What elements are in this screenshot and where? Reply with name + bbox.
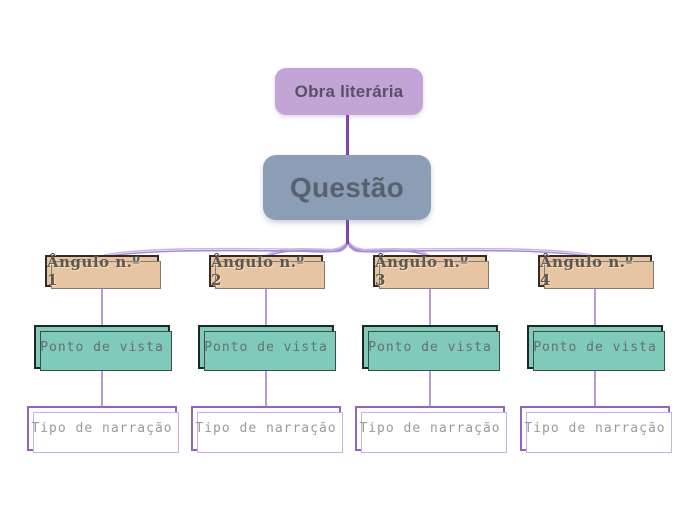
connector-point1-narr1 [101, 370, 103, 406]
node-tipo-de-narracao-1-label: Tipo de narração [31, 421, 173, 436]
node-obra-literaria-label: Obra literária [294, 81, 404, 101]
node-ponto-de-vista-1-label: Ponto de vista [40, 339, 164, 355]
node-angulo-1-label: Ângulo n.º 1 [47, 253, 141, 289]
node-angulo-4[interactable]: Ângulo n.º 4 [538, 253, 654, 289]
node-angulo-4-label: Ângulo n.º 4 [540, 253, 634, 289]
connector-point4-narr4 [594, 370, 596, 406]
connector-angle2-point2 [265, 289, 267, 325]
node-ponto-de-vista-3[interactable]: Ponto de vista [362, 325, 500, 371]
connector-point3-narr3 [429, 370, 431, 406]
connector-angle4-point4 [594, 289, 596, 325]
connector-angle3-point3 [429, 289, 431, 325]
node-ponto-de-vista-3-label: Ponto de vista [368, 339, 492, 355]
node-questao[interactable]: Questão [263, 155, 431, 220]
node-questao-label: Questão [289, 171, 405, 203]
node-angulo-3[interactable]: Ângulo n.º 3 [373, 253, 489, 289]
node-tipo-de-narracao-2[interactable]: Tipo de narração [191, 406, 343, 453]
node-tipo-de-narracao-3[interactable]: Tipo de narração [355, 406, 507, 453]
node-obra-literaria[interactable]: Obra literária [275, 68, 423, 115]
connector-root-question [346, 113, 349, 157]
node-ponto-de-vista-2-label: Ponto de vista [204, 339, 328, 355]
connector-angle1-point1 [101, 289, 103, 325]
node-angulo-2[interactable]: Ângulo n.º 2 [209, 253, 325, 289]
node-ponto-de-vista-4[interactable]: Ponto de vista [527, 325, 665, 371]
connector-point2-narr2 [265, 370, 267, 406]
node-ponto-de-vista-1[interactable]: Ponto de vista [34, 325, 172, 371]
node-tipo-de-narracao-4-label: Tipo de narração [524, 421, 666, 436]
node-ponto-de-vista-2[interactable]: Ponto de vista [198, 325, 336, 371]
node-ponto-de-vista-4-label: Ponto de vista [533, 339, 657, 355]
node-tipo-de-narracao-2-label: Tipo de narração [195, 421, 337, 436]
node-tipo-de-narracao-1[interactable]: Tipo de narração [27, 406, 179, 453]
node-tipo-de-narracao-3-label: Tipo de narração [359, 421, 501, 436]
node-angulo-1[interactable]: Ângulo n.º 1 [45, 253, 161, 289]
node-angulo-3-label: Ângulo n.º 3 [375, 253, 469, 289]
connector-question-stem [346, 219, 349, 244]
node-angulo-2-label: Ângulo n.º 2 [211, 253, 305, 289]
node-tipo-de-narracao-4[interactable]: Tipo de narração [520, 406, 672, 453]
